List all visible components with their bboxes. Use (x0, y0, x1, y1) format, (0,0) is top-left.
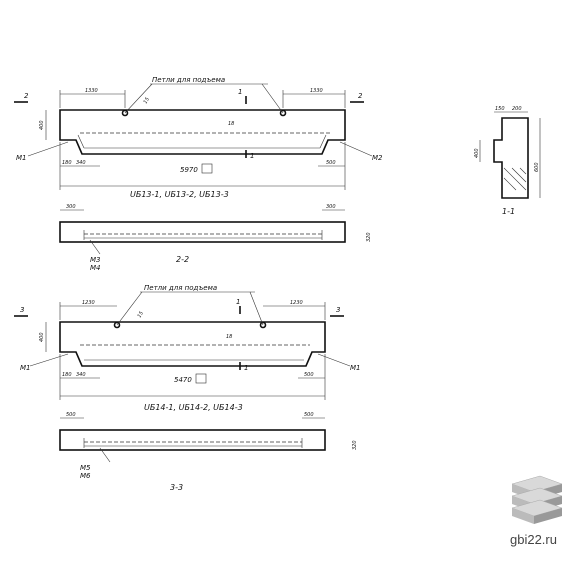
beam2-dim-left: 1230 (82, 300, 95, 306)
beam2-section-right: 3 (336, 306, 340, 314)
beam1-dim-180: 180 (62, 160, 72, 166)
beam1-mark-m2: М2 (372, 154, 383, 162)
plan2-outline (59, 429, 326, 451)
plan2-dim-left: 500 (66, 412, 76, 418)
beam2-dim-500: 500 (304, 372, 314, 378)
plan1: 300 300 320 М3 М4 2-2 (59, 204, 372, 272)
beam1-dim-340: 340 (76, 160, 86, 166)
beam1-section-left: 2 (24, 92, 29, 100)
plan1-outline (59, 221, 346, 243)
beam2-mark-m1-right: М1 (350, 364, 361, 372)
beam1-cut-bottom: 1 (250, 152, 254, 160)
plan2-mark-top: М5 (80, 464, 91, 472)
beam1-caption: UБ13-1, UБ13-2, UБ13-3 (130, 190, 229, 199)
section11-outline (493, 117, 529, 199)
section11-dim-150: 150 (495, 106, 505, 112)
beam2-loop-left (113, 321, 121, 329)
beam1-elevation: Петли для подъема 1330 1330 2 2 1 1 15 1… (14, 76, 383, 199)
beam2-caption: UБ14-1, UБ14-2, UБ14-3 (144, 403, 243, 412)
plan1-dim-right: 300 (326, 204, 336, 210)
plan2-mark-bot: М6 (80, 472, 91, 480)
beam2-length: 5470 (174, 376, 192, 384)
plan2-height: 320 (352, 440, 358, 450)
section11-caption: 1-1 (502, 207, 515, 216)
section-1-1: 150 200 400 600 1-1 (474, 106, 541, 216)
section11-dim-200: 200 (512, 106, 522, 112)
beam1-section-right: 2 (358, 92, 363, 100)
beam2-outline (59, 321, 326, 367)
beam1-dim-500: 500 (326, 160, 336, 166)
beam2-elevation: Петли для подъема 1230 1230 3 3 1 1 15 1… (14, 284, 361, 412)
beam1-height: 400 (39, 120, 45, 130)
watermark-logo (511, 475, 563, 524)
section11-dim-600: 600 (534, 162, 540, 172)
beam2-height: 400 (39, 332, 45, 342)
beam1-mark-m1: М1 (16, 154, 27, 162)
plan2-caption: 3-3 (170, 483, 183, 492)
beam1-dim-right: 1330 (310, 88, 323, 94)
beam1-dim-left: 1330 (85, 88, 98, 94)
beam2-mark-m1-left: М1 (20, 364, 31, 372)
beam2-cut-bottom: 1 (244, 364, 248, 372)
plan1-mark-bot: М4 (90, 264, 101, 272)
beam1-outline (59, 109, 346, 155)
beam1-cut-top: 1 (238, 88, 242, 96)
lifting-loop-left (121, 109, 129, 117)
watermark-text: gbi22.ru (510, 532, 557, 547)
lifting-loop-right (279, 109, 287, 117)
beam1-bar-b: 18 (228, 121, 234, 127)
plan1-dim-left: 300 (66, 204, 76, 210)
plan1-height: 320 (366, 232, 372, 242)
beam2-loop-right (259, 321, 267, 329)
beam2-dim-340: 340 (76, 372, 86, 378)
beam1-loops-label: Петли для подъема (152, 76, 225, 84)
plan2: 500 500 320 М5 М6 3-3 (59, 412, 358, 492)
beam2-cut-top: 1 (236, 298, 240, 306)
plan1-caption: 2-2 (176, 255, 189, 264)
beam2-bar-b: 18 (226, 334, 232, 340)
plan1-mark-top: М3 (90, 256, 101, 264)
beam2-loops-label: Петли для подъема (144, 284, 217, 292)
beam2-section-left: 3 (20, 306, 24, 314)
section11-dim-400: 400 (474, 148, 480, 158)
beam2-dim-180: 180 (62, 372, 72, 378)
beam2-dim-right: 1230 (290, 300, 303, 306)
beam1-bar-a: 15 (143, 96, 151, 105)
beam1-length: 5970 (180, 166, 198, 174)
plan2-dim-right: 500 (304, 412, 314, 418)
beam2-bar-a: 15 (137, 310, 145, 319)
